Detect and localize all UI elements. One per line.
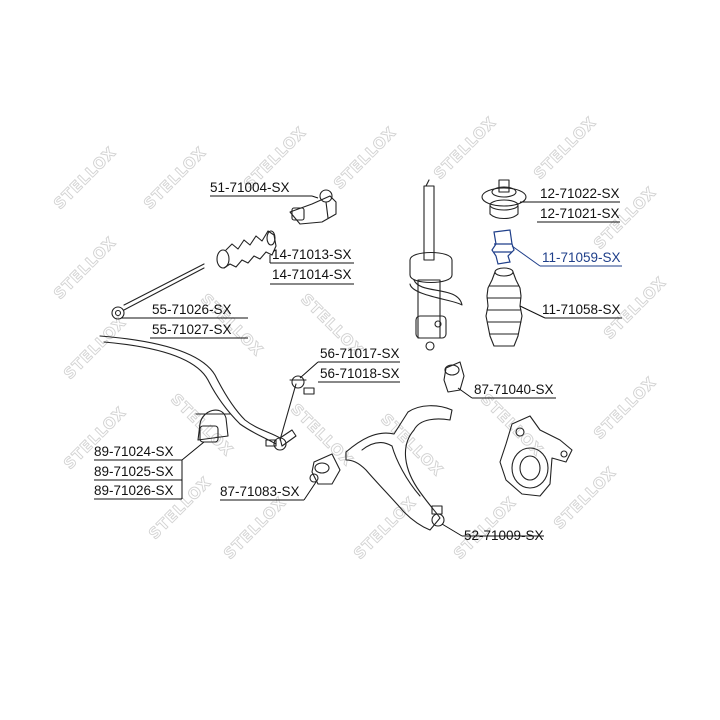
- watermark-text: STELLOX: [530, 113, 600, 183]
- rear-arm-bushing-drawing: [443, 361, 465, 393]
- watermark-text: STELLOX: [60, 403, 130, 473]
- part-code-label: 14-71013-SX: [272, 247, 352, 262]
- watermark-text: STELLOX: [330, 123, 400, 193]
- part-code-label: 51-71004-SX: [210, 180, 290, 195]
- lower-control-arm-drawing: [345, 405, 453, 531]
- part-code-label: 12-71022-SX: [540, 186, 620, 201]
- watermark-text: STELLOX: [430, 113, 500, 183]
- part-code-label: 55-71027-SX: [152, 322, 232, 337]
- watermark-text: STELLOX: [350, 493, 420, 563]
- part-code-label: 89-71026-SX: [94, 483, 174, 498]
- part-code-label-highlighted: 11-71059-SX: [542, 250, 621, 265]
- watermark-text: STELLOX: [590, 373, 660, 443]
- part-code-label: 14-71014-SX: [272, 267, 352, 282]
- inner-tie-rod-drawing: [111, 263, 205, 320]
- part-code-label: 87-71040-SX: [474, 382, 554, 397]
- watermark-text: STELLOX: [60, 313, 130, 383]
- watermark-text: STELLOX: [50, 233, 120, 303]
- front-arm-bushing-drawing: [309, 453, 341, 485]
- part-code-label: 11-71058-SX: [542, 302, 621, 317]
- watermark-text: STELLOX: [220, 493, 290, 563]
- stabilizer-bushing-drawing: [195, 409, 231, 443]
- watermark-text: STELLOX: [140, 143, 210, 213]
- part-code-label: 89-71024-SX: [94, 444, 174, 459]
- dust-boot-drawing: [485, 267, 523, 347]
- strut-mount-drawing: [481, 179, 527, 220]
- steering-knuckle-drawing: [499, 415, 573, 497]
- part-labels: 51-71004-SX 14-71013-SX 14-71014-SX 55-7…: [94, 180, 621, 543]
- part-code-label: 56-71018-SX: [320, 366, 400, 381]
- part-code-label: 52-71009-SX: [464, 528, 544, 543]
- stabilizer-bar-drawing: [99, 335, 297, 447]
- steering-boot-drawing: [216, 230, 277, 269]
- part-code-label: 55-71026-SX: [152, 302, 232, 317]
- watermark-text: STELLOX: [50, 143, 120, 213]
- strut-drawing: [409, 179, 463, 351]
- tie-rod-end-drawing: [289, 189, 337, 225]
- part-code-label: 87-71083-SX: [220, 484, 300, 499]
- stabilizer-link-drawing: [265, 375, 315, 451]
- bump-stop-drawing: [491, 229, 515, 265]
- part-code-label: 56-71017-SX: [320, 346, 400, 361]
- watermark-text: STELLOX: [377, 410, 447, 480]
- watermark-text: STELLOX: [550, 463, 620, 533]
- part-code-label: 12-71021-SX: [540, 206, 620, 221]
- part-code-label: 89-71025-SX: [94, 464, 174, 479]
